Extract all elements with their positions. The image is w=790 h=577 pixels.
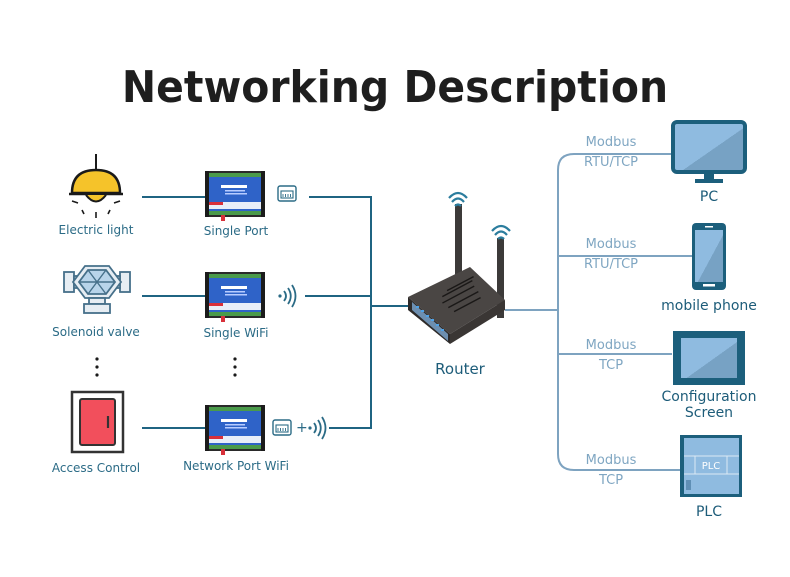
single-wifi-module-image (205, 272, 265, 322)
protocol-plc: Modbus TCP (566, 451, 656, 491)
protocol-phone: Modbus RTU/TCP (566, 235, 656, 275)
router-image (408, 191, 512, 344)
right-bus (557, 153, 680, 471)
netport-wifi-module-image (205, 405, 265, 455)
protocol-pc-line2: RTU/TCP (583, 155, 639, 170)
antenna-wifi-icon (490, 224, 512, 241)
label-configuration-screen: Configuration Screen (649, 389, 769, 421)
protocol-pc-line1: Modbus (585, 135, 637, 150)
label-plc: PLC (695, 504, 723, 520)
label-configuration-screen-line1: Configuration (661, 389, 757, 405)
antenna-wifi-icon (447, 191, 469, 208)
wifi-signal-icon (277, 284, 297, 308)
protocol-screen-line1: Modbus (585, 338, 637, 353)
protocol-plc-line2: TCP (598, 473, 624, 488)
single-port-module-image (205, 171, 265, 221)
phone-icon (692, 223, 726, 290)
left-connection-lines (142, 196, 410, 429)
label-network-port-wifi: Network Port WiFi (183, 459, 289, 473)
lamp-icon (69, 154, 123, 218)
ethernet-port-icon (277, 185, 297, 202)
protocol-pc: Modbus RTU/TCP (566, 133, 656, 173)
protocol-phone-line2: RTU/TCP (583, 257, 639, 272)
protocol-phone-line1: Modbus (585, 237, 637, 252)
label-single-wifi: Single WiFi (203, 326, 269, 340)
touch-screen-icon (673, 331, 745, 385)
ellipsis-dots (95, 357, 237, 377)
ethernet-plus-wifi-icon: + (272, 416, 327, 440)
label-access-control: Access Control (51, 461, 141, 475)
page-title: Networking Description (121, 62, 669, 113)
label-configuration-screen-line2: Screen (684, 405, 734, 421)
label-mobile-phone: mobile phone (661, 298, 757, 314)
valve-icon (63, 265, 131, 314)
protocol-screen-line2: TCP (598, 358, 624, 373)
protocol-plc-line1: Modbus (585, 453, 637, 468)
label-single-port: Single Port (203, 224, 269, 238)
plc-icon: PLC (680, 435, 742, 497)
plus-sign: + (296, 420, 308, 436)
access-switch-icon (70, 390, 125, 454)
plc-panel-label: PLC (702, 461, 721, 472)
label-solenoid-valve: Solenoid valve (52, 325, 140, 339)
right-connection-lines (505, 153, 692, 471)
label-router: Router (435, 360, 485, 378)
monitor-icon (671, 120, 747, 183)
label-pc: PC (699, 189, 719, 205)
label-electric-light: Electric light (58, 223, 134, 237)
protocol-screen: Modbus TCP (566, 336, 656, 376)
